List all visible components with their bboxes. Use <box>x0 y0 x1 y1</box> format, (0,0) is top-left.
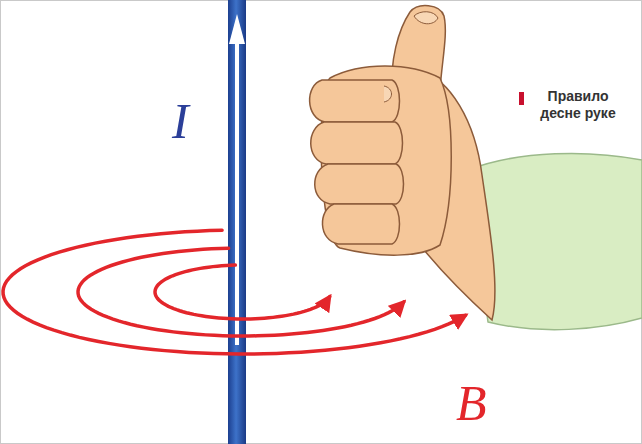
finger <box>310 80 400 122</box>
current-arrow <box>235 40 239 345</box>
finger <box>315 164 404 204</box>
thumbnail <box>414 12 438 24</box>
field-symbol: B <box>456 378 487 428</box>
field-line <box>155 265 330 319</box>
rule-title: Правило десне руке <box>526 88 630 122</box>
finger <box>322 204 399 244</box>
wire <box>228 0 246 444</box>
fingernail <box>384 86 392 102</box>
title-marker <box>519 92 524 105</box>
finger <box>311 122 403 164</box>
current-arrowhead <box>229 14 245 44</box>
current-symbol: I <box>172 96 189 146</box>
field-line <box>78 248 404 336</box>
